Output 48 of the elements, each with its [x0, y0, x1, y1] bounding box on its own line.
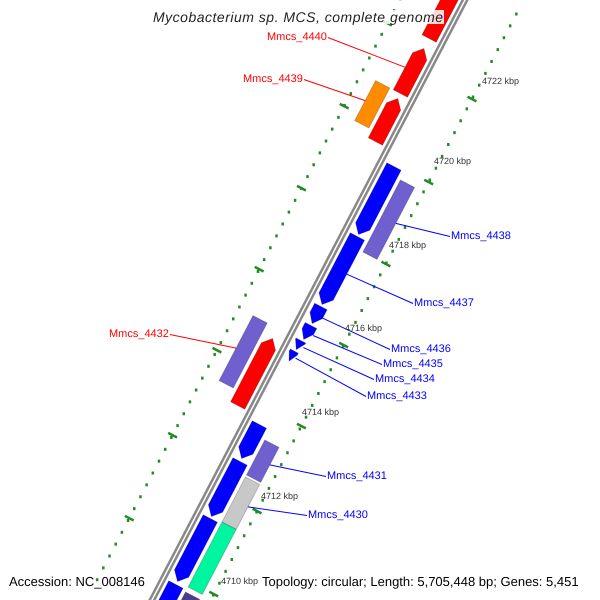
leader-line: [346, 274, 414, 304]
leader-line: [302, 347, 374, 380]
genome-summary-text: Topology: circular; Length: 5,705,448 bp; Genes: 5,451: [262, 575, 579, 588]
gene-label: Mmcs_4437: [414, 298, 474, 309]
gene-label: Mmcs_4433: [367, 391, 427, 402]
gene-block: [354, 80, 390, 129]
gene-block: [310, 302, 328, 324]
gene-label: Mmcs_4439: [243, 74, 303, 85]
gene-block: [355, 162, 402, 236]
gene-block: [288, 348, 299, 362]
gene-block: [318, 232, 366, 306]
gene-label: Mmcs_4440: [267, 32, 327, 43]
leader-line: [327, 37, 406, 68]
axis-tick-label: 4712 kbp: [261, 492, 298, 501]
gene-label: Mmcs_4434: [375, 374, 435, 385]
axis-tick-label: 4722 kbp: [482, 77, 520, 86]
gene-block: [218, 315, 268, 389]
gene-block: [368, 98, 402, 146]
gene-block: [392, 48, 428, 98]
leader-line: [303, 79, 366, 102]
axis-tick-label: 4714 kbp: [302, 408, 340, 417]
title: Mycobacterium sp. MCS, complete genome: [153, 10, 444, 24]
gene-block: [295, 337, 306, 350]
axis-tick-label: 4720 kbp: [434, 157, 472, 166]
axis-tick-label: 4718 kbp: [389, 241, 426, 250]
gene-label: Mmcs_4436: [391, 344, 451, 355]
leader-line: [295, 358, 366, 397]
gene-block: [302, 322, 318, 340]
leader-line: [395, 222, 450, 237]
leader-line: [322, 318, 390, 350]
accession-text: Accession: NC_008146: [9, 575, 145, 588]
leader-line: [269, 464, 326, 477]
gene-label: Mmcs_4431: [327, 471, 387, 482]
gene-label: Mmcs_4435: [383, 359, 443, 370]
axis-tick-label: 4716 kbp: [345, 324, 382, 333]
gene-block: [246, 439, 280, 483]
gene-block: [221, 476, 260, 530]
gene-block: [230, 338, 276, 410]
leader-line: [312, 335, 382, 365]
gene-block: [174, 514, 218, 582]
gene-block: [208, 457, 248, 518]
leader-line: [169, 334, 237, 349]
gene-label: Mmcs_4432: [109, 329, 169, 340]
axis-tick-label: 4710 kbp: [221, 577, 258, 586]
leader-line: [247, 506, 308, 516]
gene-label: Mmcs_4438: [451, 231, 511, 242]
gene-label: Mmcs_4430: [308, 510, 368, 521]
gene-block: [238, 420, 268, 460]
